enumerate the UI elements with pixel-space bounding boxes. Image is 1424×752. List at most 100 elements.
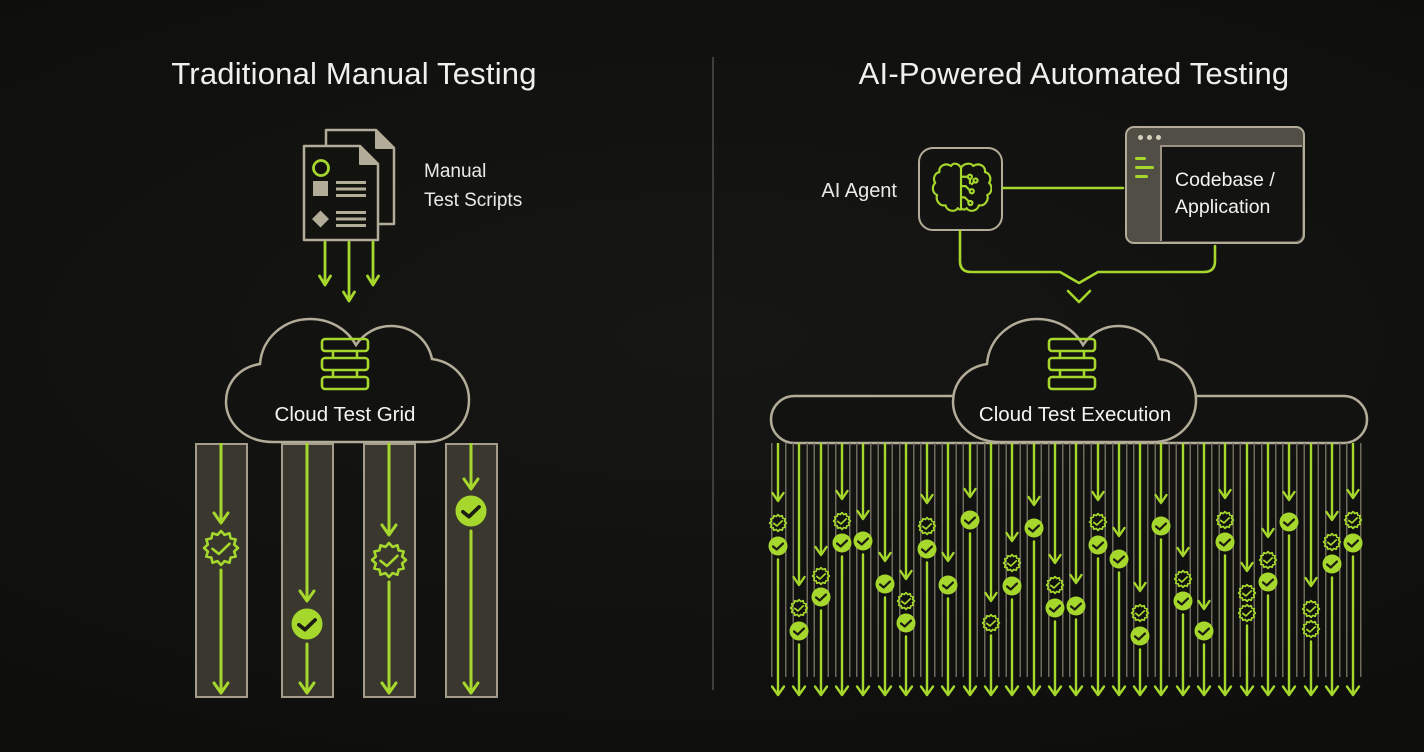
automated-test-lane bbox=[1278, 441, 1300, 706]
codebase-label-line2: Application bbox=[1175, 196, 1271, 218]
automated-test-lane bbox=[1150, 441, 1172, 706]
check-circle-icon bbox=[1322, 554, 1342, 574]
check-circle-icon bbox=[960, 510, 980, 530]
check-circle-icon bbox=[1045, 598, 1065, 618]
arrow-down-icon bbox=[877, 685, 892, 697]
arrow-down-icon bbox=[1261, 527, 1275, 539]
badge-check-icon bbox=[1088, 512, 1107, 532]
automated-test-lane bbox=[831, 441, 853, 706]
arrow-down-icon bbox=[298, 589, 316, 603]
manual-test-lane bbox=[195, 443, 248, 698]
arrow-down-icon bbox=[380, 681, 398, 695]
arrow-down-icon bbox=[1197, 599, 1211, 611]
bullet-circle-icon bbox=[312, 159, 330, 177]
automated-test-lane bbox=[1342, 441, 1364, 706]
automated-test-lane bbox=[874, 441, 896, 706]
arrow-down-icon bbox=[1132, 685, 1148, 697]
doc-label: Manual Test Scripts bbox=[424, 158, 554, 215]
badge-check-icon bbox=[1237, 603, 1256, 623]
window-dot-icon bbox=[1138, 135, 1143, 140]
check-circle-icon bbox=[875, 574, 894, 594]
arrow-down-icon bbox=[298, 681, 316, 695]
badge-check-icon bbox=[1045, 575, 1065, 595]
arrow-down-icon bbox=[1303, 685, 1318, 697]
arrow-down-icon bbox=[792, 575, 806, 587]
doc-to-cloud-arrows bbox=[318, 240, 380, 303]
arrow-down-icon bbox=[212, 511, 230, 525]
cloud-execution-bar bbox=[769, 317, 1369, 445]
ai-agent-label: AI Agent bbox=[821, 180, 897, 202]
arrow-down-icon bbox=[1069, 573, 1083, 585]
arrow-down-icon bbox=[1345, 685, 1361, 697]
codebase-label: Codebase / Application bbox=[1160, 145, 1302, 241]
badge-check-icon bbox=[1173, 569, 1192, 589]
arrow-down-icon bbox=[813, 545, 828, 557]
doc-label-line1: Manual bbox=[424, 161, 487, 182]
badge-check-icon bbox=[1258, 550, 1278, 570]
automated-test-lane bbox=[895, 441, 917, 706]
automated-test-lane bbox=[959, 441, 981, 706]
automated-test-lane bbox=[1129, 441, 1151, 706]
arrow-down-icon bbox=[941, 551, 956, 563]
automated-test-lane bbox=[852, 441, 874, 706]
check-circle-icon bbox=[1258, 572, 1278, 592]
badge-check-icon bbox=[1216, 510, 1235, 530]
badge-check-icon bbox=[832, 511, 852, 531]
cloud-icon bbox=[224, 317, 471, 444]
automated-test-lane bbox=[1001, 441, 1023, 706]
arrow-down-icon bbox=[462, 477, 480, 491]
badge-check-icon bbox=[811, 566, 830, 586]
badge-check-icon bbox=[1301, 599, 1320, 619]
automated-test-lane bbox=[1023, 441, 1045, 706]
arrow-down-icon bbox=[835, 489, 849, 501]
ai-agent-box bbox=[918, 147, 1003, 231]
automated-test-lane bbox=[1321, 441, 1343, 706]
arrow-down-icon bbox=[920, 493, 934, 505]
server-stack-icon bbox=[1047, 337, 1097, 391]
check-circle-icon bbox=[768, 536, 788, 556]
arrow-down-icon bbox=[1175, 546, 1190, 558]
arrow-down-icon bbox=[1325, 510, 1339, 522]
arrow-down-icon bbox=[855, 685, 871, 697]
arrow-down-icon bbox=[1346, 488, 1360, 500]
check-circle-icon bbox=[291, 608, 323, 640]
badge-check-icon bbox=[202, 529, 240, 567]
manual-test-lanes bbox=[195, 443, 498, 698]
automated-test-lane bbox=[1044, 441, 1066, 706]
badge-check-icon bbox=[1237, 583, 1256, 603]
check-circle-icon bbox=[1215, 532, 1235, 552]
server-stack-icon bbox=[320, 337, 370, 391]
arrow-down-icon bbox=[1218, 685, 1233, 697]
check-circle-icon bbox=[853, 531, 873, 551]
check-circle-icon bbox=[455, 495, 487, 527]
ai-brain-icon bbox=[931, 162, 992, 212]
arrow-down-icon bbox=[462, 681, 480, 695]
check-circle-icon bbox=[938, 575, 958, 595]
check-circle-icon bbox=[1151, 516, 1171, 536]
automated-test-lane bbox=[1257, 441, 1279, 706]
doc-label-line2: Test Scripts bbox=[424, 189, 523, 211]
arrow-down-icon bbox=[1218, 488, 1232, 500]
badge-check-icon bbox=[1301, 619, 1320, 639]
automated-test-lane bbox=[1065, 441, 1087, 706]
arrow-down-icon bbox=[919, 685, 935, 697]
arrow-down-icon bbox=[1090, 490, 1105, 502]
automated-test-lane bbox=[916, 441, 938, 706]
manual-test-lane bbox=[445, 443, 498, 698]
badge-check-icon bbox=[790, 598, 809, 618]
badge-check-icon bbox=[768, 513, 788, 533]
manual-test-lane bbox=[363, 443, 416, 698]
arrow-down-icon bbox=[856, 509, 870, 521]
check-circle-icon bbox=[1002, 576, 1022, 596]
cloud-icon bbox=[951, 317, 1198, 444]
badge-check-icon bbox=[370, 541, 408, 579]
arrow-down-icon bbox=[1133, 581, 1147, 593]
automated-test-lane bbox=[1214, 441, 1236, 706]
arrow-down-icon bbox=[898, 685, 913, 697]
arrow-down-icon bbox=[1047, 685, 1063, 697]
check-circle-icon bbox=[1130, 626, 1150, 646]
arrow-down-icon bbox=[813, 685, 828, 697]
check-circle-icon bbox=[917, 539, 937, 559]
left-panel-title: Traditional Manual Testing bbox=[171, 56, 537, 91]
automated-test-lane bbox=[1193, 441, 1215, 706]
